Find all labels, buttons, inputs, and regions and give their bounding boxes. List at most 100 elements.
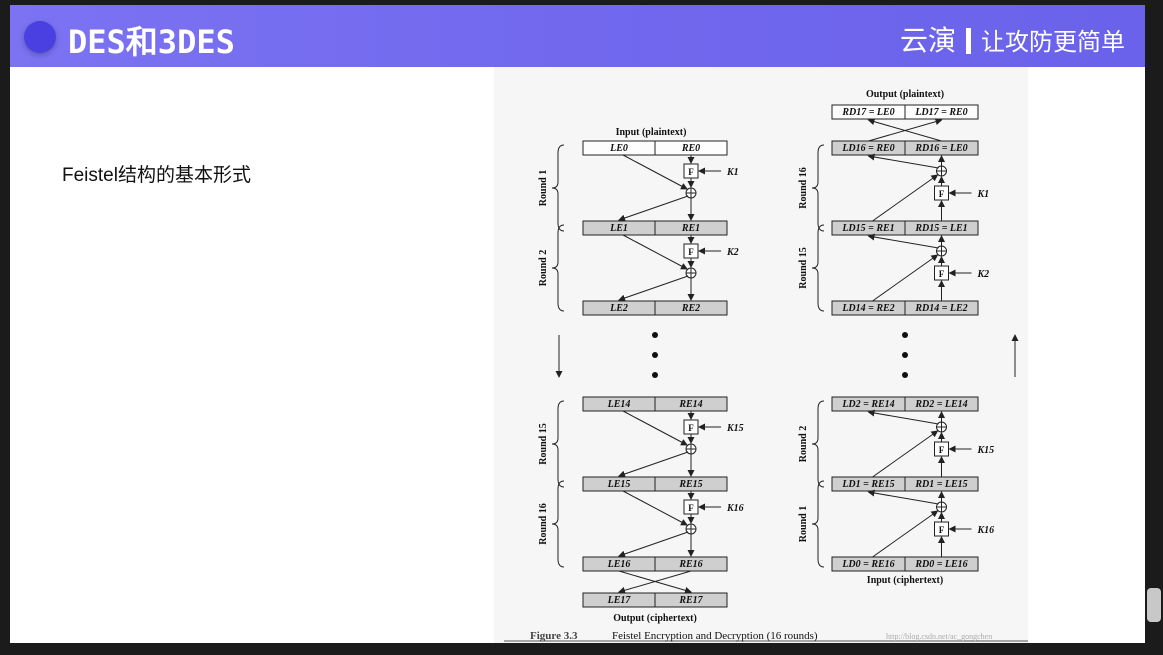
slide-subtitle: Feistel结构的基本形式 [62, 165, 251, 186]
round-brace [811, 400, 825, 488]
key-label: K16 [726, 503, 744, 514]
key-label: K1 [726, 167, 739, 178]
cross-up [867, 409, 939, 425]
row-left-label: LD14 = RE2 [841, 303, 894, 314]
left-to-xor-up [872, 254, 939, 302]
cross-to-left [618, 195, 689, 222]
cross-up [867, 153, 939, 169]
row-right-label: RD16 = LE0 [914, 143, 967, 154]
round-brace [811, 144, 825, 232]
round-brace [551, 224, 565, 312]
key-label: K16 [977, 525, 995, 536]
row-right-label: RE16 [678, 559, 702, 570]
watermark: http://blog.csdn.net/ac_gongchen [886, 632, 992, 641]
round-label: Round 2 [538, 250, 549, 286]
round-brace [811, 224, 825, 312]
continuation-dot [652, 372, 658, 378]
row-left-label: LD2 = RE14 [841, 399, 894, 410]
brand-divider [966, 28, 971, 54]
enc-input-label: Input (plaintext) [616, 127, 687, 138]
final-swap-up [867, 118, 942, 142]
key-label: K2 [726, 247, 739, 258]
f-function-label: F [939, 269, 945, 279]
row-right-label: LD17 = RE0 [914, 107, 967, 118]
row-right-label: RE0 [681, 143, 700, 154]
left-to-xor [622, 234, 688, 270]
round-label: Round 1 [798, 506, 809, 542]
slide: DES和3DES 云演让攻防更简单 Feistel结构的基本形式 Input (… [10, 5, 1145, 643]
key-label: K15 [726, 423, 744, 434]
f-function-label: F [939, 189, 945, 199]
row-right-label: RE15 [678, 479, 702, 490]
left-to-xor [622, 490, 688, 526]
cross-up [867, 489, 939, 505]
row-left-label: RD17 = LE0 [841, 107, 894, 118]
f-function-label: F [688, 247, 694, 257]
caption-text: Feistel Encryption and Decryption (16 ro… [612, 630, 818, 642]
row-left-label: LD16 = RE0 [841, 143, 894, 154]
round-label: Round 15 [798, 247, 809, 288]
f-function-label: F [939, 445, 945, 455]
row-left-label: LD0 = RE16 [841, 559, 894, 570]
dec-output-label: Output (plaintext) [866, 89, 944, 100]
round-label: Round 1 [538, 170, 549, 206]
row-right-label: RE17 [678, 595, 703, 606]
row-left-label: LE0 [609, 143, 628, 154]
continuation-dot [652, 332, 658, 338]
continuation-dot [652, 352, 658, 358]
round-brace [811, 480, 825, 568]
round-label: Round 16 [538, 503, 549, 544]
left-to-xor-up [872, 174, 939, 222]
round-label: Round 2 [798, 426, 809, 462]
cross-to-left [618, 531, 689, 558]
row-left-label: LE1 [609, 223, 628, 234]
f-function-label: F [688, 503, 694, 513]
round-brace [551, 480, 565, 568]
round-brace [551, 144, 565, 232]
row-left-label: LD1 = RE15 [841, 479, 894, 490]
scrollbar-thumb[interactable] [1147, 588, 1161, 622]
row-right-label: RD15 = LE1 [914, 223, 967, 234]
brand-name: 云演 [899, 25, 956, 56]
left-to-xor-up [872, 510, 939, 558]
key-label: K2 [977, 269, 990, 280]
left-to-xor-up [872, 430, 939, 478]
row-right-label: RD1 = LE15 [914, 479, 967, 490]
final-swap [618, 570, 692, 594]
left-to-xor [622, 410, 688, 446]
f-function-label: F [688, 423, 694, 433]
continuation-dot [902, 372, 908, 378]
key-label: K1 [977, 189, 990, 200]
cross-up [867, 233, 939, 249]
row-right-label: RD2 = LE14 [914, 399, 967, 410]
round-label: Round 15 [538, 423, 549, 464]
row-right-label: RD0 = LE16 [914, 559, 967, 570]
row-left-label: LD15 = RE1 [841, 223, 894, 234]
enc-output-label: Output (ciphertext) [613, 613, 697, 624]
cross-to-left [618, 275, 689, 302]
caption-number: Figure 3.3 [530, 630, 578, 642]
dec-input-label: Input (ciphertext) [867, 575, 943, 586]
round-label: Round 16 [798, 167, 809, 208]
row-left-label: LE2 [609, 303, 628, 314]
row-right-label: RE1 [681, 223, 700, 234]
brand: 云演让攻防更简单 [900, 19, 1125, 59]
row-left-label: LE16 [607, 559, 631, 570]
row-left-label: LE14 [607, 399, 631, 410]
slide-header: DES和3DES 云演让攻防更简单 [10, 5, 1145, 67]
header-circle-icon [24, 21, 56, 53]
left-to-xor [622, 154, 688, 190]
row-right-label: RE14 [678, 399, 702, 410]
row-left-label: LE17 [607, 595, 632, 606]
key-label: K15 [977, 445, 995, 456]
continuation-dot [902, 332, 908, 338]
row-right-label: RD14 = LE2 [914, 303, 967, 314]
f-function-label: F [939, 525, 945, 535]
continuation-dot [902, 352, 908, 358]
brand-slogan: 让攻防更简单 [981, 29, 1125, 56]
slide-title: DES和3DES [68, 23, 235, 61]
cross-to-left [618, 451, 689, 478]
row-left-label: LE15 [607, 479, 631, 490]
round-brace [551, 400, 565, 488]
